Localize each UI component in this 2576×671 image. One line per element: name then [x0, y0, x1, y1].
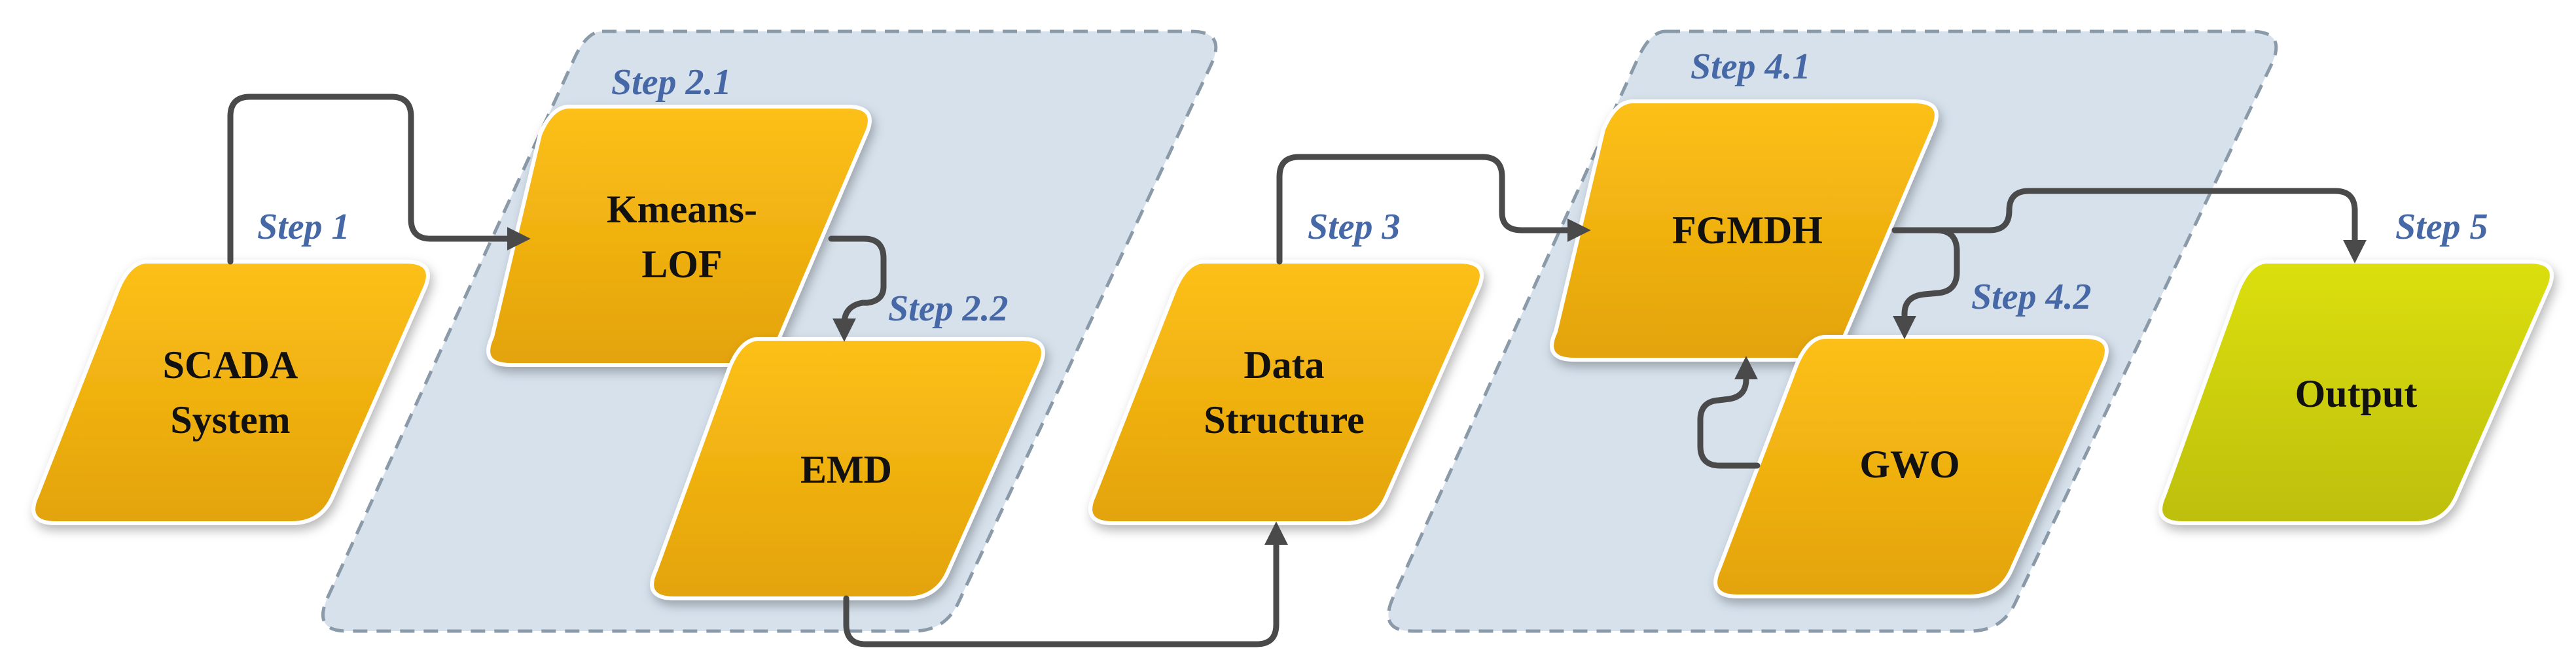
- step3-label: Step 3: [1308, 207, 1401, 247]
- node-emd: [650, 337, 1045, 600]
- node-scada-system: [31, 260, 430, 525]
- node-output: [2158, 260, 2554, 525]
- node-data-structure-label-line1: Data: [1243, 343, 1324, 387]
- node-kmeans-label-line1: Kmeans-: [607, 188, 757, 231]
- node-gwo-label: GWO: [1859, 443, 1959, 486]
- node-scada-label-line2: System: [170, 398, 290, 441]
- node-gwo: [1713, 335, 2109, 598]
- node-kmeans-label-line2: LOF: [641, 243, 722, 286]
- step2-1-label: Step 2.1: [611, 62, 732, 103]
- node-scada-label-line1: SCADA: [163, 343, 298, 387]
- arrow-emd-to-data-structure: [843, 521, 1288, 647]
- arrow-data-structure-to-fgmdh: [1276, 154, 1591, 265]
- step4-2-label: Step 4.2: [1971, 277, 2092, 317]
- arrow-fgmdh-to-gwo: [1891, 227, 1960, 339]
- step1-label: Step 1: [257, 207, 350, 247]
- node-fgmdh-label: FGMDH: [1672, 209, 1823, 252]
- node-output-label: Output: [2295, 372, 2418, 415]
- arrow-fgmdh-to-output: [1891, 188, 2367, 264]
- node-data-structure: [1088, 260, 1484, 525]
- step4-1-label: Step 4.1: [1690, 46, 1811, 87]
- node-emd-label: EMD: [800, 448, 892, 491]
- step2-2-label: Step 2.2: [888, 288, 1009, 329]
- node-data-structure-label-line2: Structure: [1204, 398, 1365, 441]
- step5-label: Step 5: [2395, 207, 2488, 247]
- arrow-kmeans-to-emd: [828, 235, 887, 342]
- arrow-scada-to-kmeans: [227, 94, 531, 265]
- arrow-gwo-to-fgmdh: [1697, 356, 1761, 469]
